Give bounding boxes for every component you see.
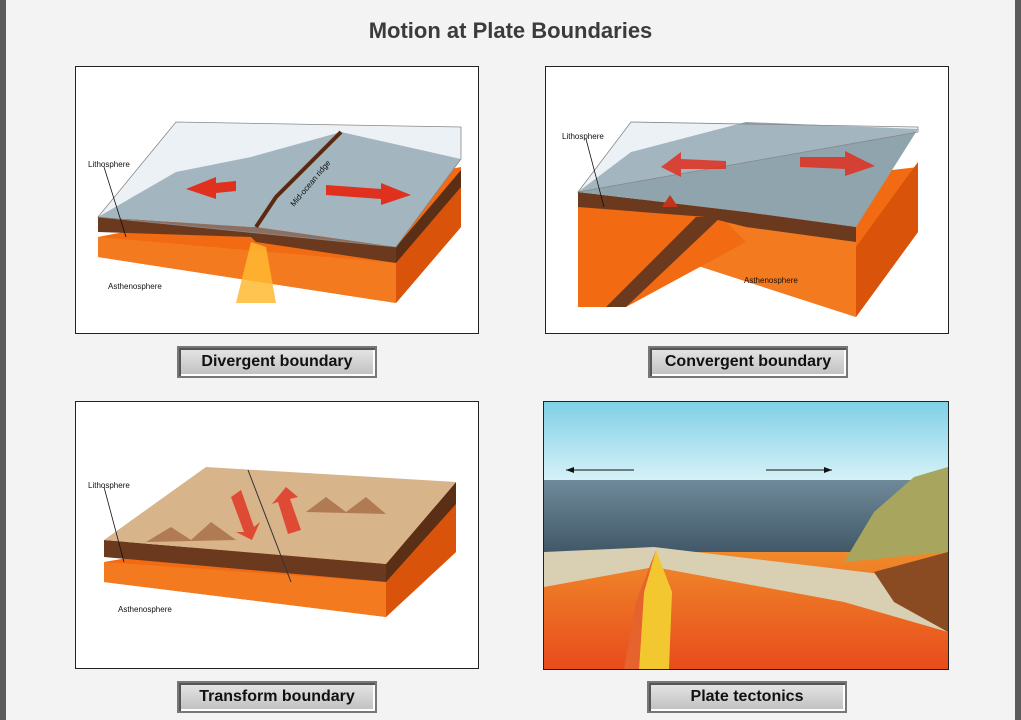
lithosphere-label: Lithosphere <box>88 481 130 490</box>
divergent-diagram: Lithosphere Asthenosphere Mid-ocean ridg… <box>75 66 479 334</box>
divergent-caption: Divergent boundary <box>177 346 377 378</box>
page-title: Motion at Plate Boundaries <box>368 18 653 43</box>
plate-tectonics-diagram <box>543 401 949 670</box>
plate-tectonics-caption: Plate tectonics <box>647 681 847 713</box>
transform-diagram: Lithosphere Asthenosphere <box>75 401 479 669</box>
convergent-caption: Convergent boundary <box>648 346 848 378</box>
asthenosphere-label: Asthenosphere <box>118 605 172 614</box>
asthenosphere-label: Asthenosphere <box>744 276 798 285</box>
window-edge-right <box>1015 0 1021 720</box>
lithosphere-label: Lithosphere <box>562 132 604 141</box>
lithosphere-label: Lithosphere <box>88 160 130 169</box>
asthenosphere-label: Asthenosphere <box>108 282 162 291</box>
transform-caption: Transform boundary <box>177 681 377 713</box>
convergent-diagram: Lithosphere Asthenosphere <box>545 66 949 334</box>
window-edge-left <box>0 0 6 720</box>
